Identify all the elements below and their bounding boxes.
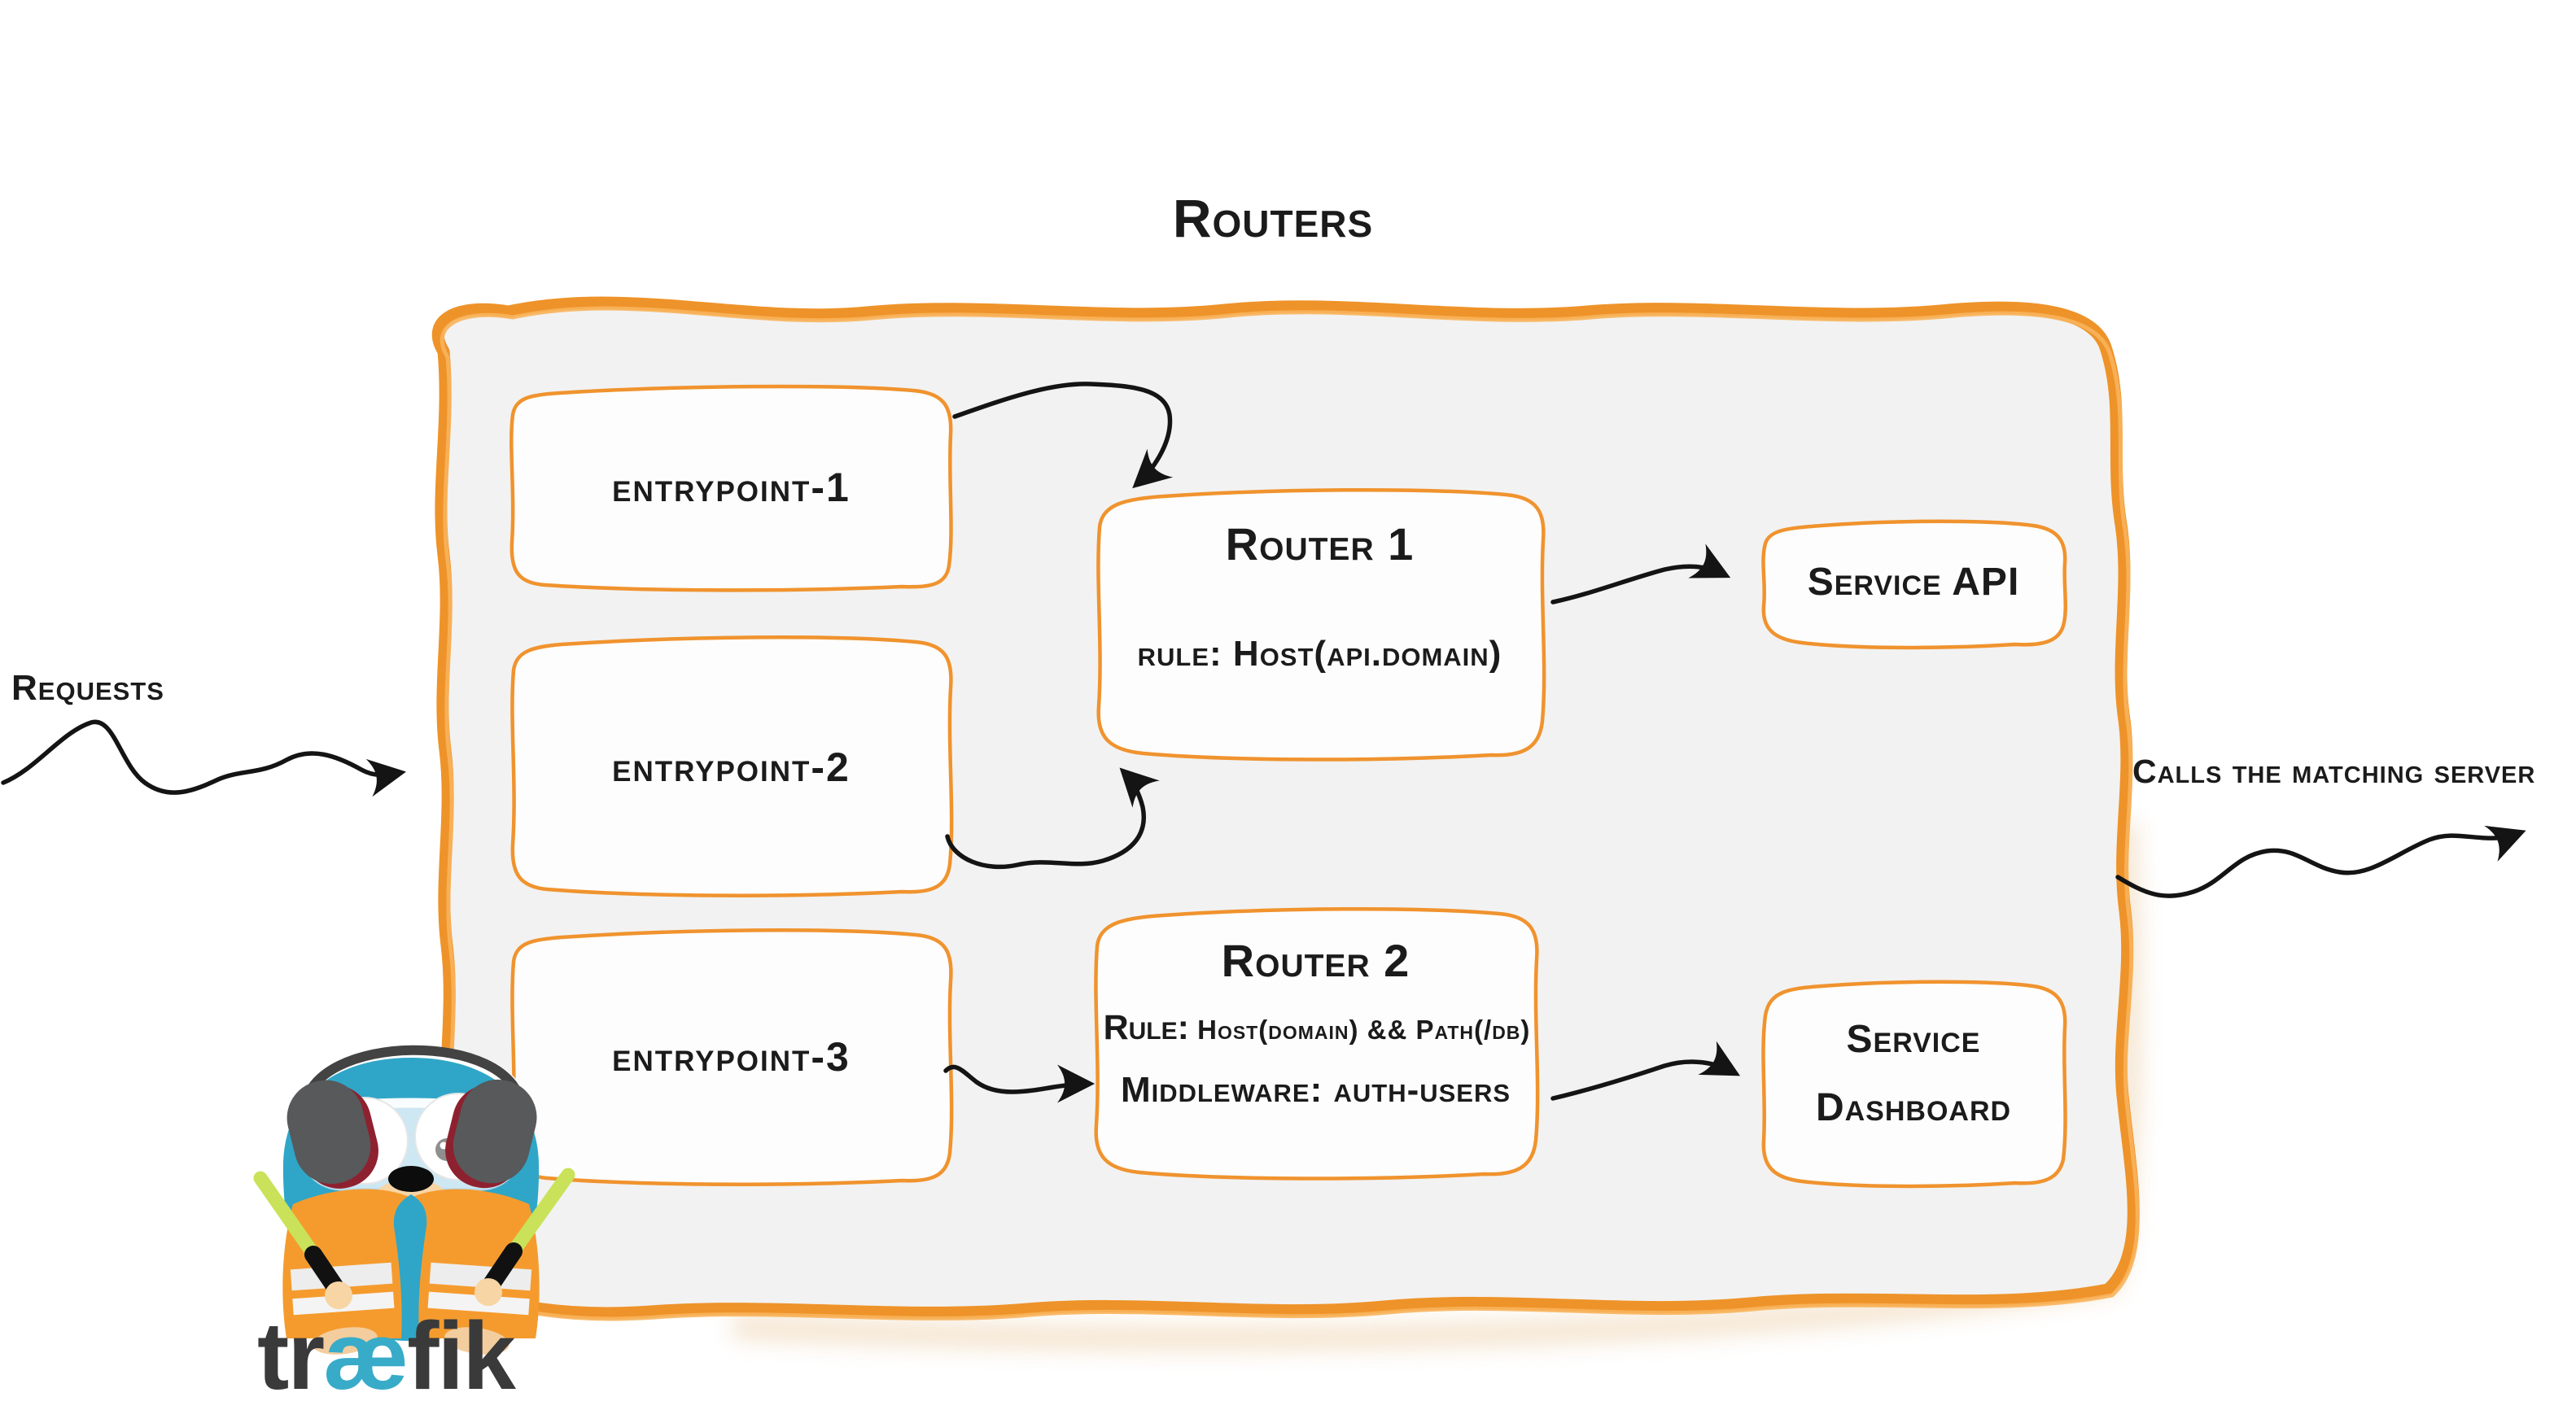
wordmark-pre: tr xyxy=(257,1303,325,1410)
router-2-box xyxy=(1094,906,1540,1181)
headphone-right-muff-icon xyxy=(445,1079,537,1189)
router-1-title: Router 1 xyxy=(1225,518,1415,570)
service-api-label: Service API xyxy=(1807,561,2020,604)
arrow-requests xyxy=(1,719,407,797)
entrypoint-3-label: entrypoint-3 xyxy=(612,1034,851,1080)
traefik-gopher-icon xyxy=(253,1045,575,1355)
service-dashboard-line1: Service xyxy=(1846,1018,1981,1061)
router-2-rule-value: Host(domain) && Path(/db) xyxy=(1197,1015,1531,1045)
router-2-middleware: Middleware: auth-users xyxy=(1093,1070,1538,1110)
router-2-rule: Rule: Host(domain) && Path(/db) xyxy=(1097,1008,1537,1047)
arrow-entrypoint2-router1 xyxy=(945,767,1160,870)
router-2-middleware-value: auth-users xyxy=(1333,1070,1511,1110)
entrypoint-3-box xyxy=(510,928,954,1186)
arrow-router1-serviceapi xyxy=(1550,543,1731,605)
service-dashboard-line2: Dashboard xyxy=(1815,1086,2012,1129)
gopher-vest-gap xyxy=(393,1194,427,1338)
entrypoint-2-box xyxy=(510,635,954,897)
arrow-entrypoint3-router2 xyxy=(943,1064,1096,1103)
router-2-title: Router 2 xyxy=(1221,935,1410,986)
gopher-nose xyxy=(388,1166,434,1192)
arrow-entrypoint1-router1 xyxy=(952,382,1174,489)
headphone-left-muff-icon xyxy=(286,1080,378,1189)
wordmark-ae: æ xyxy=(323,1303,409,1410)
entrypoint-1-label: entrypoint-1 xyxy=(612,465,851,510)
calls-matching-server-label: Calls the matching server xyxy=(2132,753,2536,790)
requests-label: Requests xyxy=(11,668,164,708)
router-2-middleware-label: Middleware: xyxy=(1120,1070,1323,1110)
arrow-calls-server xyxy=(2115,825,2526,898)
router-1-rule-value: Host(api.domain) xyxy=(1232,634,1502,674)
service-dashboard-label: Service Dashboard xyxy=(1760,1006,2067,1142)
diagram-title: Routers xyxy=(1172,188,1374,248)
light-stick-right-icon xyxy=(475,1168,575,1306)
entrypoint-2-label: entrypoint-2 xyxy=(612,744,851,790)
router-2-rule-label: Rule: xyxy=(1103,1008,1189,1047)
gopher-right-foot xyxy=(444,1327,510,1355)
service-api-box xyxy=(1761,519,2067,650)
router-1-rule: rule: Host(api.domain) xyxy=(1093,634,1546,674)
router-1-rule-label: rule: xyxy=(1137,634,1222,674)
service-dashboard-box xyxy=(1761,980,2067,1189)
light-stick-left-icon xyxy=(253,1171,352,1309)
arrow-router2-servicedashboard xyxy=(1550,1041,1741,1101)
wordmark-post: fik xyxy=(407,1303,516,1410)
router-1-box xyxy=(1096,487,1546,762)
traefik-wordmark: træfik xyxy=(257,1308,516,1404)
gopher-left-foot xyxy=(313,1327,378,1355)
entrypoint-1-box xyxy=(510,384,953,592)
